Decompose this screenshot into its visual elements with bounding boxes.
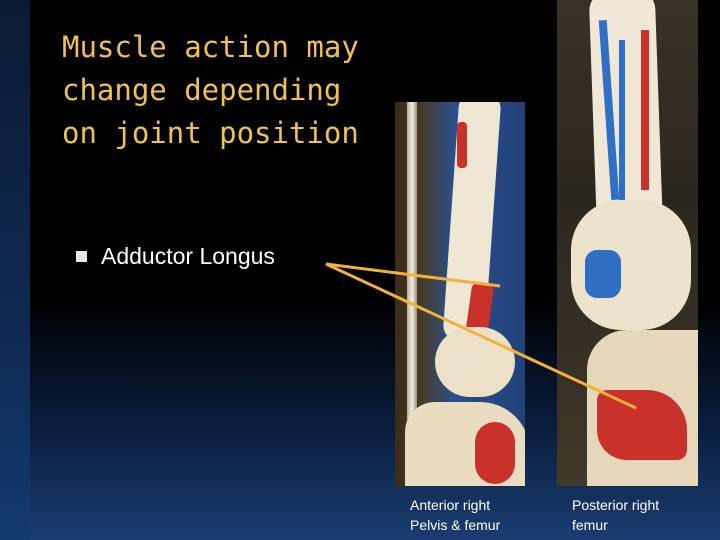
pointer-line-anterior: [325, 262, 501, 288]
muscle-marking: [619, 40, 625, 210]
adductor-marking: [597, 390, 687, 460]
stand-rod: [407, 102, 417, 486]
bullet-item: Adductor Longus: [76, 243, 275, 270]
caption-anterior: Anterior right Pelvis & femur: [410, 497, 501, 533]
slide-accent-bar: [0, 0, 30, 540]
pointer-line-posterior: [325, 262, 637, 410]
slide-title: Muscle action may change depending on jo…: [62, 30, 359, 150]
femur-head: [435, 327, 515, 397]
muscle-marking: [641, 30, 649, 190]
bullet-text: Adductor Longus: [101, 243, 275, 269]
adductor-marking: [475, 422, 515, 484]
caption-posterior: Posterior right femur: [572, 497, 660, 533]
muscle-marking: [585, 250, 621, 298]
bullet-square-icon: [76, 251, 87, 262]
muscle-marking: [457, 122, 467, 168]
anterior-pelvis-femur-photo: [395, 102, 525, 486]
